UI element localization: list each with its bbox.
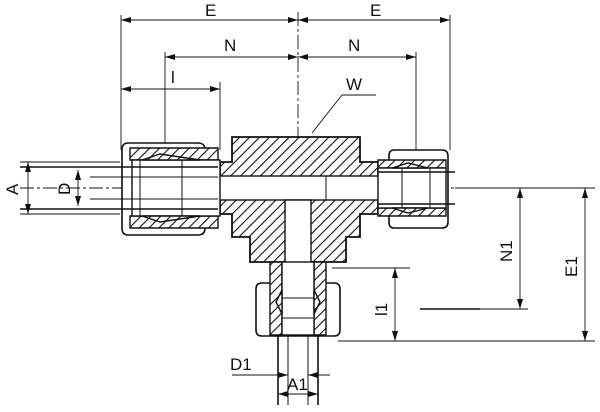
bottom-nut [255, 261, 341, 405]
right-nut [377, 149, 455, 229]
bottom-dimensions [232, 372, 330, 397]
label-e1: E1 [562, 256, 581, 277]
right-dimensions [332, 187, 595, 342]
label-a: A [3, 183, 22, 195]
label-n-left: N [224, 36, 236, 55]
left-dimensions [20, 161, 120, 215]
tee-body [217, 136, 381, 271]
label-w: W [346, 75, 362, 94]
label-n1: N1 [497, 240, 516, 262]
label-l1: l1 [372, 303, 391, 316]
label-a1: A1 [287, 375, 308, 394]
left-nut [20, 142, 221, 236]
label-d1: D1 [230, 355, 252, 374]
label-e-right: E [370, 1, 381, 20]
label-l: l [171, 68, 175, 87]
label-d: D [55, 183, 74, 195]
label-e-left: E [205, 1, 216, 20]
label-n-right: N [348, 36, 360, 55]
